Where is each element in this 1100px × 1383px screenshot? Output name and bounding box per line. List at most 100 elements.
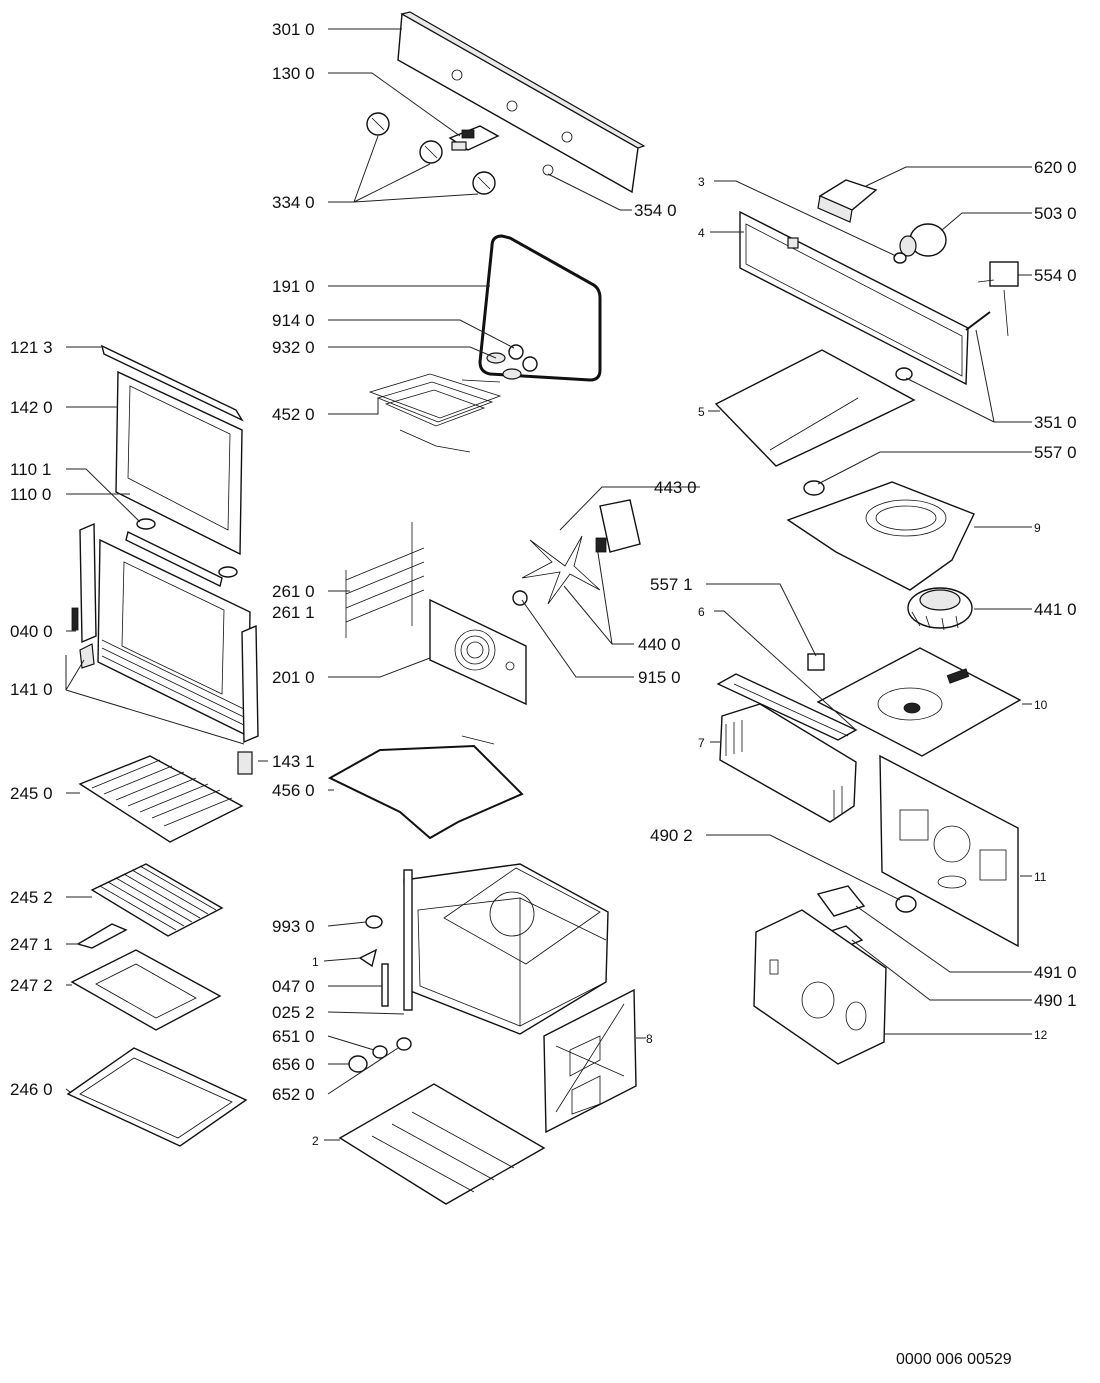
support-frame-part (739, 210, 969, 386)
door-top-profile-part (100, 344, 244, 422)
control-knob-parts (366, 112, 496, 195)
label-247-2: 247 2 (10, 976, 53, 995)
side-frame-part (543, 988, 637, 1134)
door-side-profile-part (71, 522, 97, 669)
label-456-0: 456 0 (272, 781, 315, 800)
label-334-0: 334 0 (272, 193, 315, 212)
fan-motor-part (512, 499, 641, 606)
label-245-0: 245 0 (10, 784, 53, 803)
air-conveyor-part (786, 481, 975, 591)
label-4: 4 (698, 226, 705, 240)
lamp-socket-parts (348, 1037, 412, 1073)
label-110-0: 110 0 (10, 485, 51, 504)
terminal-block-part (817, 179, 878, 223)
door-seal-part (478, 234, 602, 382)
control-plate-part (753, 909, 887, 1065)
grill-grid-part (90, 863, 224, 937)
label-651-0: 651 0 (272, 1027, 315, 1046)
label-441-0: 441 0 (1034, 600, 1077, 619)
label-557-1: 557 1 (650, 575, 693, 594)
side-rack-parts (345, 522, 425, 638)
label-620-0: 620 0 (1034, 158, 1077, 177)
label-143-1: 143 1 (272, 752, 315, 771)
label-121-3: 121 3 (10, 338, 53, 357)
small-fitting-parts (358, 915, 389, 1007)
label-652-0: 652 0 (272, 1085, 315, 1104)
label-301-0: 301 0 (272, 20, 315, 39)
label-261-1: 261 1 (272, 603, 315, 622)
label-9: 9 (1034, 521, 1041, 535)
label-245-2: 245 2 (10, 888, 53, 907)
thermostat-part (977, 261, 1019, 337)
top-plate-part (714, 349, 916, 467)
label-110-1: 110 1 (10, 460, 51, 479)
air-duct-part (719, 703, 857, 823)
label-025-2: 025 2 (272, 1003, 315, 1022)
label-993-0: 993 0 (272, 917, 315, 936)
label-1: 1 (312, 955, 319, 969)
door-right-profile-part (237, 624, 259, 775)
selector-switch-part (816, 885, 866, 917)
plug-part (893, 252, 907, 264)
label-246-0: 246 0 (10, 1080, 53, 1099)
drip-pan-part (66, 1047, 248, 1147)
lower-heating-element-part (327, 735, 524, 840)
label-354-0: 354 0 (634, 201, 677, 220)
bottom-plate-part (338, 1083, 546, 1205)
selector-knob-part (895, 895, 917, 913)
label-491-0: 491 0 (1034, 963, 1077, 982)
oven-cavity-part (403, 863, 609, 1035)
label-261-0: 261 0 (272, 582, 315, 601)
label-915-0: 915 0 (638, 668, 681, 687)
label-3: 3 (698, 175, 705, 189)
wire-rack-part (78, 755, 244, 843)
label-141-0: 141 0 (10, 680, 53, 699)
label-12: 12 (1034, 1028, 1048, 1042)
label-040-0: 040 0 (10, 622, 53, 641)
label-490-2: 490 2 (650, 826, 693, 845)
tray-handle-part (76, 923, 128, 949)
leader-lines (65, 28, 1032, 1141)
label-503-0: 503 0 (1034, 204, 1077, 223)
control-panel-part (397, 11, 646, 194)
label-554-0: 554 0 (1034, 266, 1077, 285)
label-452-0: 452 0 (272, 405, 315, 424)
label-351-0: 351 0 (1034, 413, 1077, 432)
sensor-parts (895, 311, 991, 381)
label-247-1: 247 1 (10, 935, 53, 954)
door-hinge-parts (125, 518, 238, 588)
tangential-fan-part (907, 587, 973, 631)
label-443-0: 443 0 (654, 478, 697, 497)
label-11: 11 (1034, 870, 1047, 884)
switch-part (448, 125, 500, 151)
lamp-parts (486, 344, 538, 380)
label-191-0: 191 0 (272, 277, 315, 296)
label-5: 5 (698, 405, 705, 419)
outer-door-glass-part (115, 370, 243, 556)
label-047-0: 047 0 (272, 977, 315, 996)
document-number: 0000 006 00529 (896, 1351, 1012, 1368)
label-932-0: 932 0 (272, 338, 315, 357)
label-201-0: 201 0 (272, 668, 315, 687)
part-labels: 301 0 130 0 334 0 354 0 620 0 3 4 503 0 … (10, 20, 1077, 1148)
label-2: 2 (312, 1134, 319, 1148)
upper-heating-element-part (368, 373, 502, 453)
cover-plate-part (816, 647, 1022, 757)
label-914-0: 914 0 (272, 311, 315, 330)
label-8: 8 (646, 1032, 653, 1046)
label-10: 10 (1034, 698, 1048, 712)
label-7: 7 (698, 736, 705, 750)
label-490-1: 490 1 (1034, 991, 1077, 1010)
label-142-0: 142 0 (10, 398, 53, 417)
safety-thermostat-part (803, 480, 825, 496)
label-557-0: 557 0 (1034, 443, 1077, 462)
baking-tray-part (70, 949, 222, 1031)
label-6: 6 (698, 605, 705, 619)
label-656-0: 656 0 (272, 1055, 315, 1074)
label-130-0: 130 0 (272, 64, 315, 83)
thermostat-small-part (807, 653, 825, 671)
label-440-0: 440 0 (638, 635, 681, 654)
fan-motor-small-part (899, 223, 947, 257)
back-panel-part (879, 754, 1019, 948)
